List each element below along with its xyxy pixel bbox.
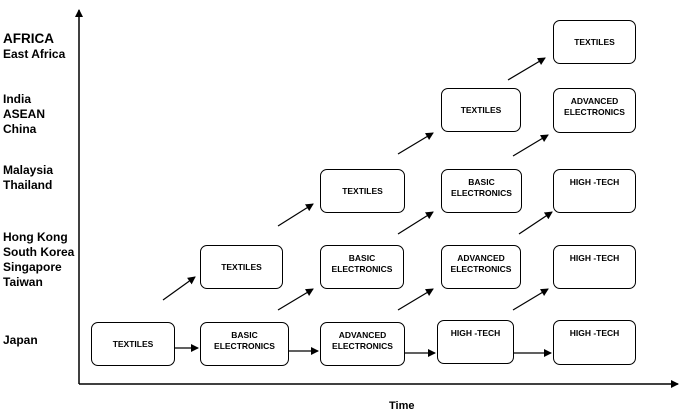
stage-box-label: BASIC [468,177,495,187]
stage-box-label: ELECTRONICS [214,341,275,351]
stage-box-in-advanced-electronics: ADVANCED ELECTRONICS [553,88,636,133]
stage-box-label: BASIC [348,253,376,263]
stage-box-label: TEXTILES [112,338,154,349]
stage-box-japan-high-tech-2: HIGH -TECH [553,320,636,365]
stage-box-label: ADVANCED [570,96,619,106]
stage-box-japan-high-tech-1: HIGH -TECH [437,320,514,364]
stage-box-my-textiles: TEXTILES [320,169,405,213]
stage-box-label: TEXTILES [342,185,383,196]
row-label-line: South Korea [3,245,75,259]
row-label-line: Hong Kong [3,230,68,244]
stage-box-my-high-tech: HIGH -TECH [553,169,636,213]
arrow-diag [507,57,546,81]
row-label-line: East Africa [3,47,66,61]
arrow-diag [277,288,314,311]
stage-box-label: HIGH -TECH [569,177,620,187]
row-label-line: Singapore [3,260,62,274]
row-label-line: China [3,122,37,136]
row-label-line: Taiwan [3,275,43,289]
arrow-diag [162,276,196,301]
row-label-hongkong-group: Hong Kong South Korea Singapore Taiwan [3,230,74,290]
arrow-diag [512,288,549,311]
stage-box-label: ADVANCED [457,253,505,263]
stage-box-hk-high-tech: HIGH -TECH [553,245,636,289]
stage-box-label: TEXTILES [221,261,262,272]
stage-box-japan-advanced-electronics: ADVANCED ELECTRONICS [320,322,405,366]
row-label-line: Malaysia [3,163,54,177]
row-label-line: Japan [3,333,38,347]
x-axis-title: Time [389,400,415,412]
arrow-diag [512,134,549,157]
row-label-line: ASEAN [3,107,46,121]
arrow-diag [397,132,434,155]
row-label-line: Thailand [3,178,53,192]
row-label-line: AFRICA [3,31,54,46]
stage-box-label: BASIC [231,330,258,340]
stage-box-my-basic-electronics: BASIC ELECTRONICS [441,169,522,213]
arrow-diag [397,288,434,311]
stage-box-hk-advanced-electronics: ADVANCED ELECTRONICS [441,245,521,289]
row-label-malaysia-thailand: Malaysia Thailand [3,163,53,193]
row-label-india-asean-china: India ASEAN China [3,92,45,137]
arrow-diag [397,211,434,235]
stage-box-hk-textiles: TEXTILES [200,245,283,289]
stage-box-af-textiles: TEXTILES [553,20,636,64]
stage-box-japan-textiles: TEXTILES [91,322,175,366]
stage-box-label: ELECTRONICS [450,264,512,274]
stage-box-label: ELECTRONICS [564,107,625,117]
arrow-diag [518,211,553,235]
stage-box-japan-basic-electronics: BASIC ELECTRONICS [200,322,289,366]
stage-box-label: HIGH -TECH [569,253,620,263]
row-label-africa: AFRICA East Africa [3,30,65,62]
stage-box-in-textiles: TEXTILES [441,88,521,132]
stage-box-label: HIGH -TECH [450,328,501,338]
stage-box-hk-basic-electronics: BASIC ELECTRONICS [320,245,404,289]
row-label-line: India [3,92,32,106]
stage-box-label: TEXTILES [574,36,615,47]
stage-box-label: TEXTILES [460,104,502,115]
row-label-japan: Japan [3,333,38,348]
stage-box-label: ELECTRONICS [331,264,393,274]
arrow-diag [277,203,314,227]
stage-box-label: HIGH -TECH [569,328,620,338]
stage-box-label: ADVANCED [338,330,387,340]
stage-box-label: ELECTRONICS [332,341,393,351]
stage-box-label: ELECTRONICS [451,188,512,198]
